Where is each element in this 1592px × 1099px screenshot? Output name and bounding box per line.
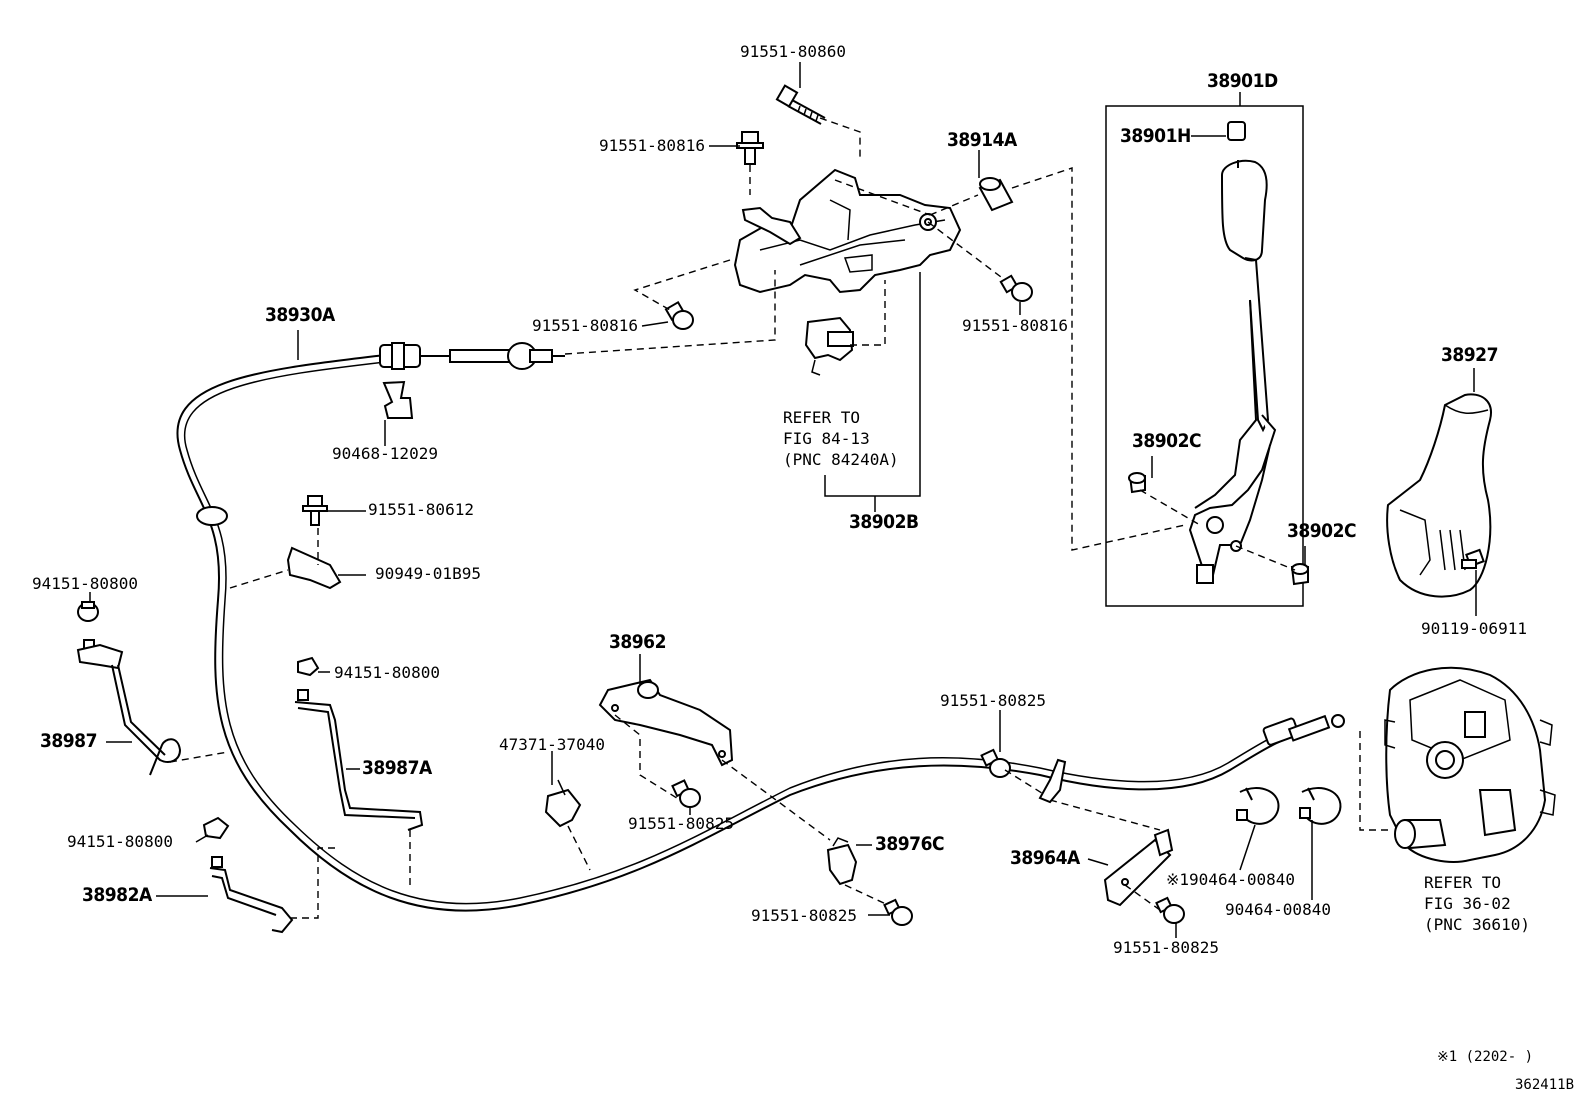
box-38901d xyxy=(1105,105,1304,607)
label-38927: 38927 xyxy=(1441,344,1498,366)
clip-47371-37040 xyxy=(544,788,582,828)
cable-38930a-inner xyxy=(184,361,1304,905)
label-94151-80800-b: 94151-80800 xyxy=(334,663,440,682)
label-91551-80825-a: 91551-80825 xyxy=(940,691,1046,710)
bolt-91551-80825-c xyxy=(980,748,1011,778)
bolt-91551-80816-b xyxy=(664,300,694,330)
label-91551-80816-b: 91551-80816 xyxy=(532,316,638,335)
pedal-bracket xyxy=(733,168,962,294)
rod-38982a xyxy=(202,816,294,934)
pedal-arm xyxy=(1220,159,1268,262)
label-38902C-b: 38902C xyxy=(1287,520,1357,542)
bolt-91551-80816-c xyxy=(999,274,1033,302)
grommet-38930a xyxy=(196,506,228,526)
label-91551-80825-b: 91551-80825 xyxy=(628,814,734,833)
bolt-91551-80816-a xyxy=(736,131,764,165)
label-38901H: 38901H xyxy=(1120,125,1191,147)
label-38914A: 38914A xyxy=(947,129,1017,151)
refer-fig-84-13: REFER TO FIG 84-13 (PNC 84240A) xyxy=(783,408,899,469)
clamp-38976c xyxy=(826,843,858,886)
clamp-90464-b xyxy=(1299,787,1342,825)
label-90468-12029: 90468-12029 xyxy=(332,444,438,463)
label-38964A: 38964A xyxy=(1010,847,1080,869)
refer-fig-36-02: REFER TO FIG 36-02 (PNC 36610) xyxy=(1424,873,1530,934)
release-assembly-36610 xyxy=(1384,666,1556,863)
rod-38987a xyxy=(294,656,424,831)
rod-38987 xyxy=(76,601,182,776)
cable-38930a xyxy=(176,354,1306,912)
label-47371-37040: 47371-37040 xyxy=(499,735,605,754)
bracket-38962 xyxy=(598,678,734,767)
clamp-90949-01b95 xyxy=(286,546,342,590)
label-90119-06911: 90119-06911 xyxy=(1421,619,1527,638)
label-94151-80800-a: 94151-80800 xyxy=(32,574,138,593)
label-38930A: 38930A xyxy=(265,304,335,326)
bolt-91551-80825-b xyxy=(883,898,913,926)
label-38902C-a: 38902C xyxy=(1132,430,1202,452)
bushing-38902c-a xyxy=(1128,472,1146,494)
bolt-91551-80612 xyxy=(302,495,328,526)
cap-38901h xyxy=(1227,121,1246,141)
bolt-91551-80825-a xyxy=(671,779,701,808)
label-91551-80612: 91551-80612 xyxy=(368,500,474,519)
cable-clamp-upper xyxy=(1038,758,1067,804)
label-91551-80860: 91551-80860 xyxy=(740,42,846,61)
label-91551-80825-c: 91551-80825 xyxy=(751,906,857,925)
label-90949-01B95: 90949-01B95 xyxy=(375,564,481,583)
bolt-91551-80860 xyxy=(775,84,826,125)
label-94151-80800-c: 94151-80800 xyxy=(67,832,173,851)
bushing-38902c-b xyxy=(1290,563,1309,586)
label-91551-80816-c: 91551-80816 xyxy=(962,316,1068,335)
bracket-38964a xyxy=(1103,838,1172,907)
label-38982A: 38982A xyxy=(82,884,152,906)
screw-90119-06911 xyxy=(1461,548,1485,569)
pedal-pad-38927 xyxy=(1386,393,1492,598)
label-91551-80825-d: 91551-80825 xyxy=(1113,938,1219,957)
label-90464-00840-b: 90464-00840 xyxy=(1225,900,1331,919)
figure-id: 362411B xyxy=(1515,1077,1575,1093)
label-38962: 38962 xyxy=(609,631,666,653)
label-91551-80816-a: 91551-80816 xyxy=(599,136,705,155)
label-38902B: 38902B xyxy=(849,511,919,533)
bracket-tab xyxy=(741,206,802,246)
label-38987A: 38987A xyxy=(362,757,432,779)
bolt-91551-80825-d xyxy=(1155,896,1185,924)
clamp-90464-a xyxy=(1236,787,1280,825)
clip-90468 xyxy=(382,380,414,419)
label-38901D: 38901D xyxy=(1207,70,1278,92)
label-38987: 38987 xyxy=(40,730,97,752)
collar-38914a xyxy=(978,177,1014,212)
label-90464-00840-a: ※190464-00840 xyxy=(1166,870,1295,889)
label-38976C: 38976C xyxy=(875,833,945,855)
footnote: ※1 (2202- ) xyxy=(1437,1049,1534,1065)
